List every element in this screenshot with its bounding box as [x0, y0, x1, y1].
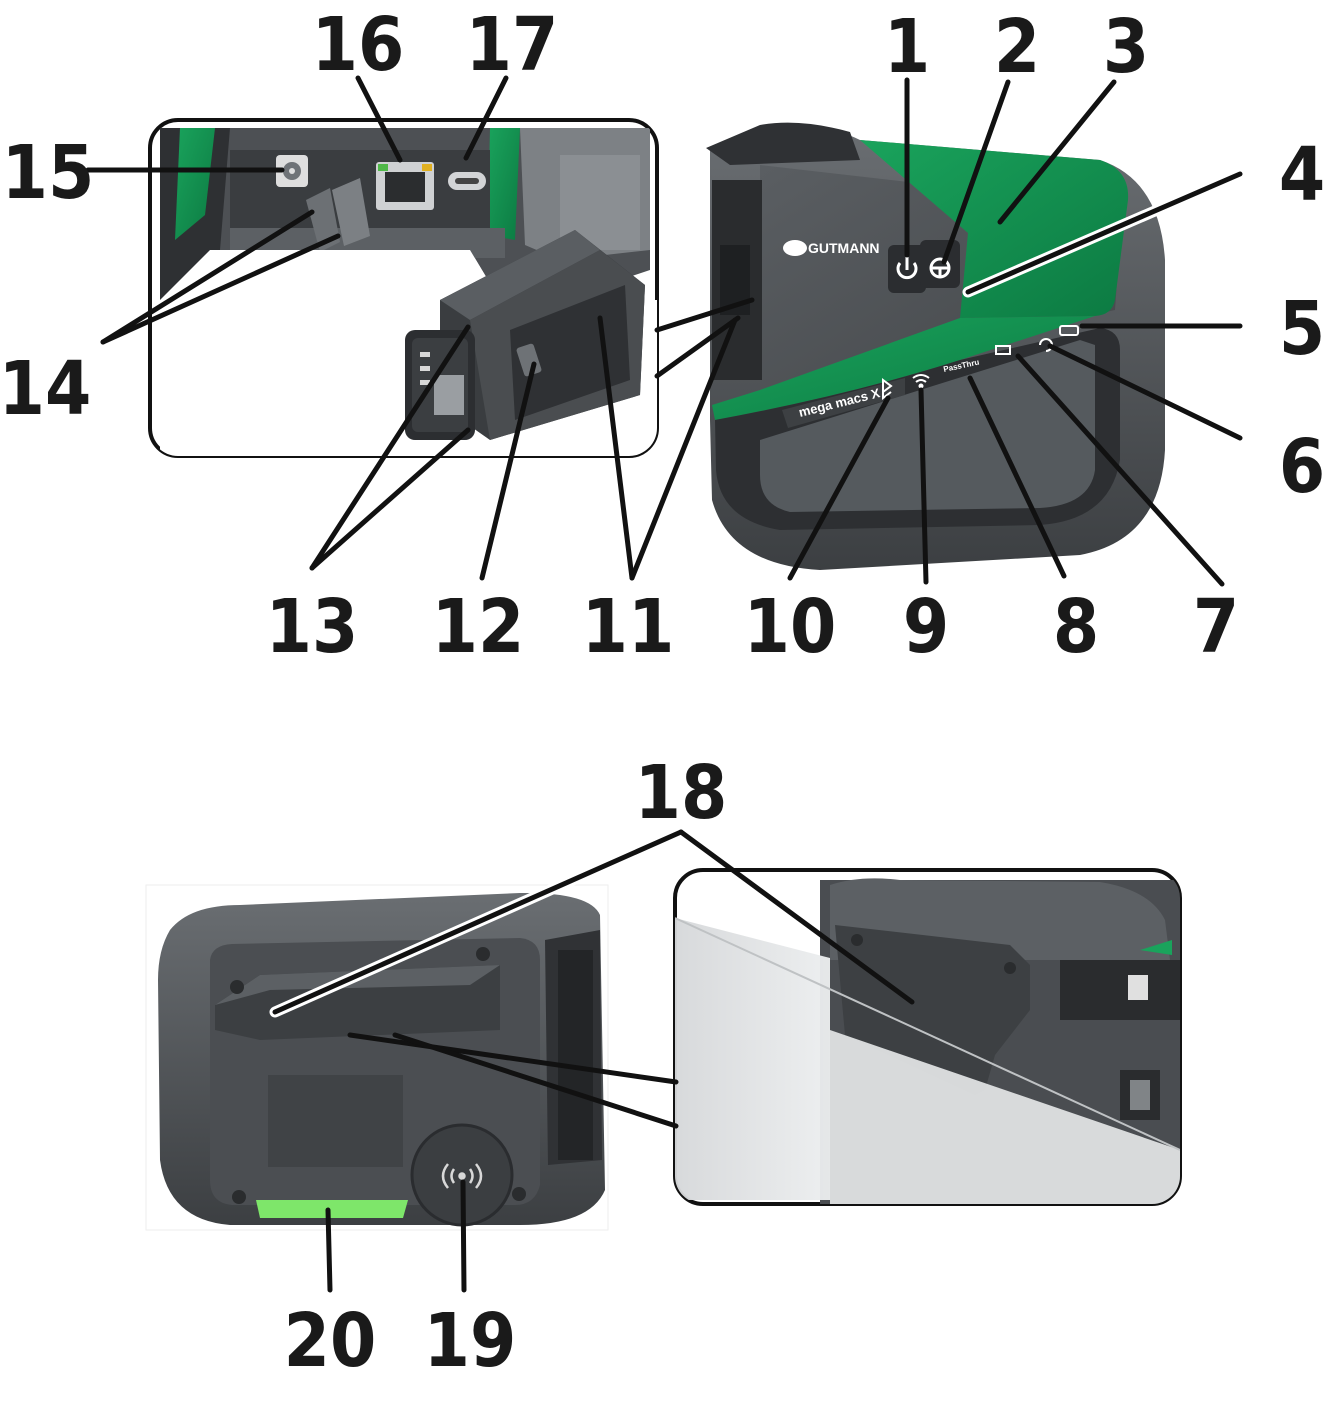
nfc-icon — [441, 1163, 483, 1189]
callout-11: 11 — [582, 584, 675, 670]
obd-connector-icon — [1059, 325, 1079, 336]
callout-6: 6 — [1279, 424, 1325, 510]
battery-icon — [995, 345, 1011, 355]
callout-14: 14 — [0, 346, 91, 432]
callout-10: 10 — [744, 584, 837, 670]
callout-15: 15 — [2, 130, 95, 216]
callout-19: 19 — [424, 1298, 517, 1384]
callout-9: 9 — [903, 584, 949, 670]
refresh-icon — [1039, 338, 1053, 352]
obd-plug-module — [405, 230, 645, 440]
callout-12: 12 — [432, 584, 525, 670]
callout-4: 4 — [1279, 132, 1325, 218]
stand-inset — [673, 868, 1182, 1206]
leader-lines — [85, 75, 1246, 1293]
device-front: GUTMANN mega macs X PassThru — [706, 122, 1165, 570]
callout-2: 2 — [994, 4, 1040, 90]
device-back — [145, 884, 609, 1231]
brand-label: GUTMANN — [808, 240, 880, 256]
callout-16: 16 — [312, 2, 405, 88]
callout-7: 7 — [1193, 584, 1239, 670]
status-light-bar — [256, 1200, 408, 1218]
callout-17: 17 — [466, 2, 559, 88]
steering-wheel-icon[interactable] — [929, 257, 951, 279]
callout-20: 20 — [284, 1298, 377, 1384]
callout-3: 3 — [1103, 4, 1149, 90]
callout-18: 18 — [635, 750, 728, 836]
callout-numbers: 1 2 3 4 5 6 7 8 9 10 11 12 13 14 15 16 1… — [0, 2, 1325, 1384]
callout-13: 13 — [266, 584, 359, 670]
callout-5: 5 — [1279, 286, 1325, 372]
bluetooth-icon — [882, 378, 893, 400]
callout-8: 8 — [1053, 584, 1099, 670]
power-icon[interactable] — [896, 257, 918, 280]
hella-logo-icon — [783, 240, 807, 256]
callout-1: 1 — [884, 4, 930, 90]
